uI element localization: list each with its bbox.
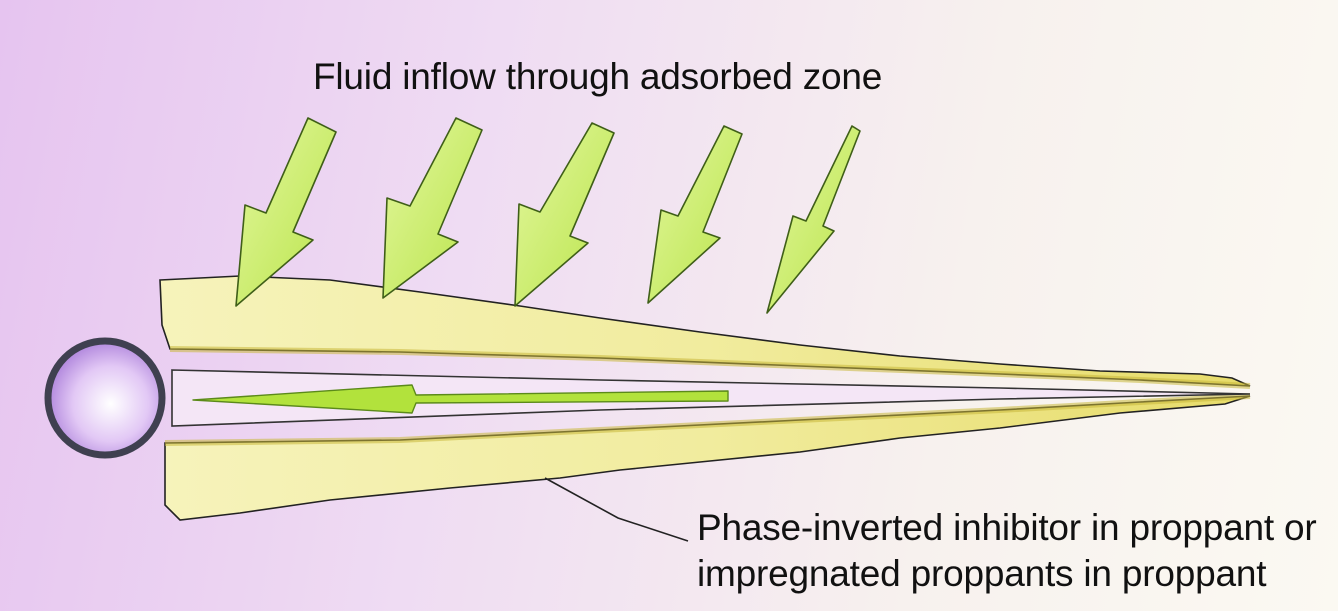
callout-line-1: Phase-inverted inhibitor in proppant or [697, 507, 1317, 548]
inflow-arrow-3 [514, 122, 615, 307]
lower-zone-top-edge [164, 393, 1251, 446]
wellbore-circle [44, 337, 166, 459]
callout-label: Phase-inverted inhibitor in proppant or … [697, 505, 1317, 597]
inflow-arrow-2 [382, 117, 483, 299]
callout-leader-line [544, 477, 689, 542]
callout-line-2: impregnated proppants in proppant [697, 553, 1267, 594]
diagram-title: Fluid inflow through adsorbed zone [313, 56, 883, 97]
flow-arrow [192, 384, 729, 414]
upper-adsorbed-zone [159, 275, 1251, 387]
inflow-arrow-4 [647, 125, 743, 304]
inflow-arrow-5 [766, 125, 861, 314]
inflow-arrow-1 [235, 117, 337, 307]
upper-zone-bottom-edge [169, 346, 1251, 389]
